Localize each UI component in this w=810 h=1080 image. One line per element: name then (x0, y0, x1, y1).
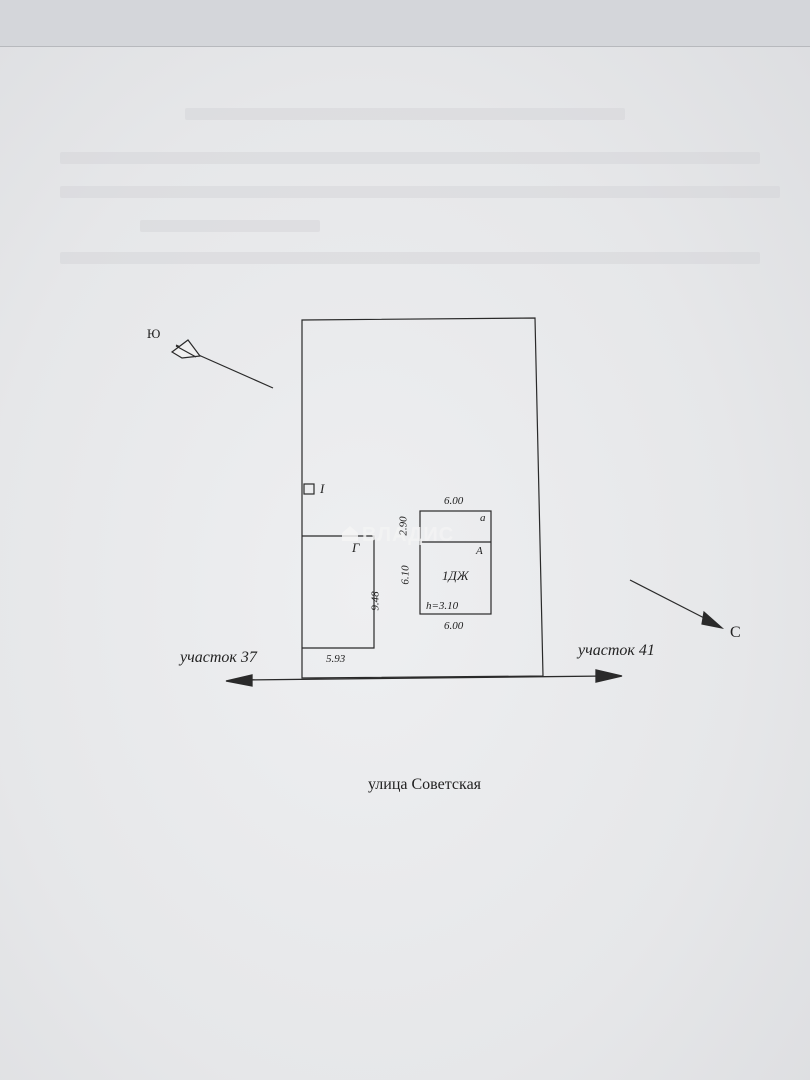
marker-label: I (320, 481, 325, 496)
neighbor-left-label: участок 37 (180, 649, 257, 666)
garage-depth: 9.48 (369, 591, 382, 611)
bleed-through-line (60, 186, 780, 198)
house-main-depth: 6.10 (399, 565, 412, 585)
house-height: h=3.10 (426, 600, 459, 612)
garage-outline (302, 535, 375, 649)
bleed-through-line (60, 152, 760, 164)
bleed-through-line (185, 108, 625, 120)
compass-south-label: Ю (147, 326, 161, 341)
street-label: улица Советская (368, 776, 482, 793)
garage-letter: Г (352, 540, 360, 555)
bleed-through-line (140, 220, 320, 232)
watermark: ВЛАДИС (362, 524, 455, 546)
scanned-page-edge (0, 0, 810, 47)
marker-square (303, 483, 315, 495)
house-annex-letter: а (480, 512, 486, 524)
boundary-arrow (225, 669, 623, 687)
plot-boundary (301, 317, 544, 679)
house-width-bottom: 6.00 (444, 620, 464, 632)
house-main-letter: А (476, 545, 483, 557)
compass-north-label: С (730, 624, 741, 641)
house-annex-depth: 2.90 (397, 516, 410, 536)
house-logo-icon (342, 526, 358, 541)
house-width-top: 6.00 (444, 495, 464, 507)
north-arrow (629, 579, 725, 630)
house-outline (419, 510, 492, 615)
south-arrow (170, 339, 274, 389)
garage-width: 5.93 (326, 653, 346, 665)
neighbor-right-label: участок 41 (578, 642, 655, 659)
house-designation: 1ДЖ (442, 568, 469, 583)
bleed-through-line (60, 252, 760, 264)
